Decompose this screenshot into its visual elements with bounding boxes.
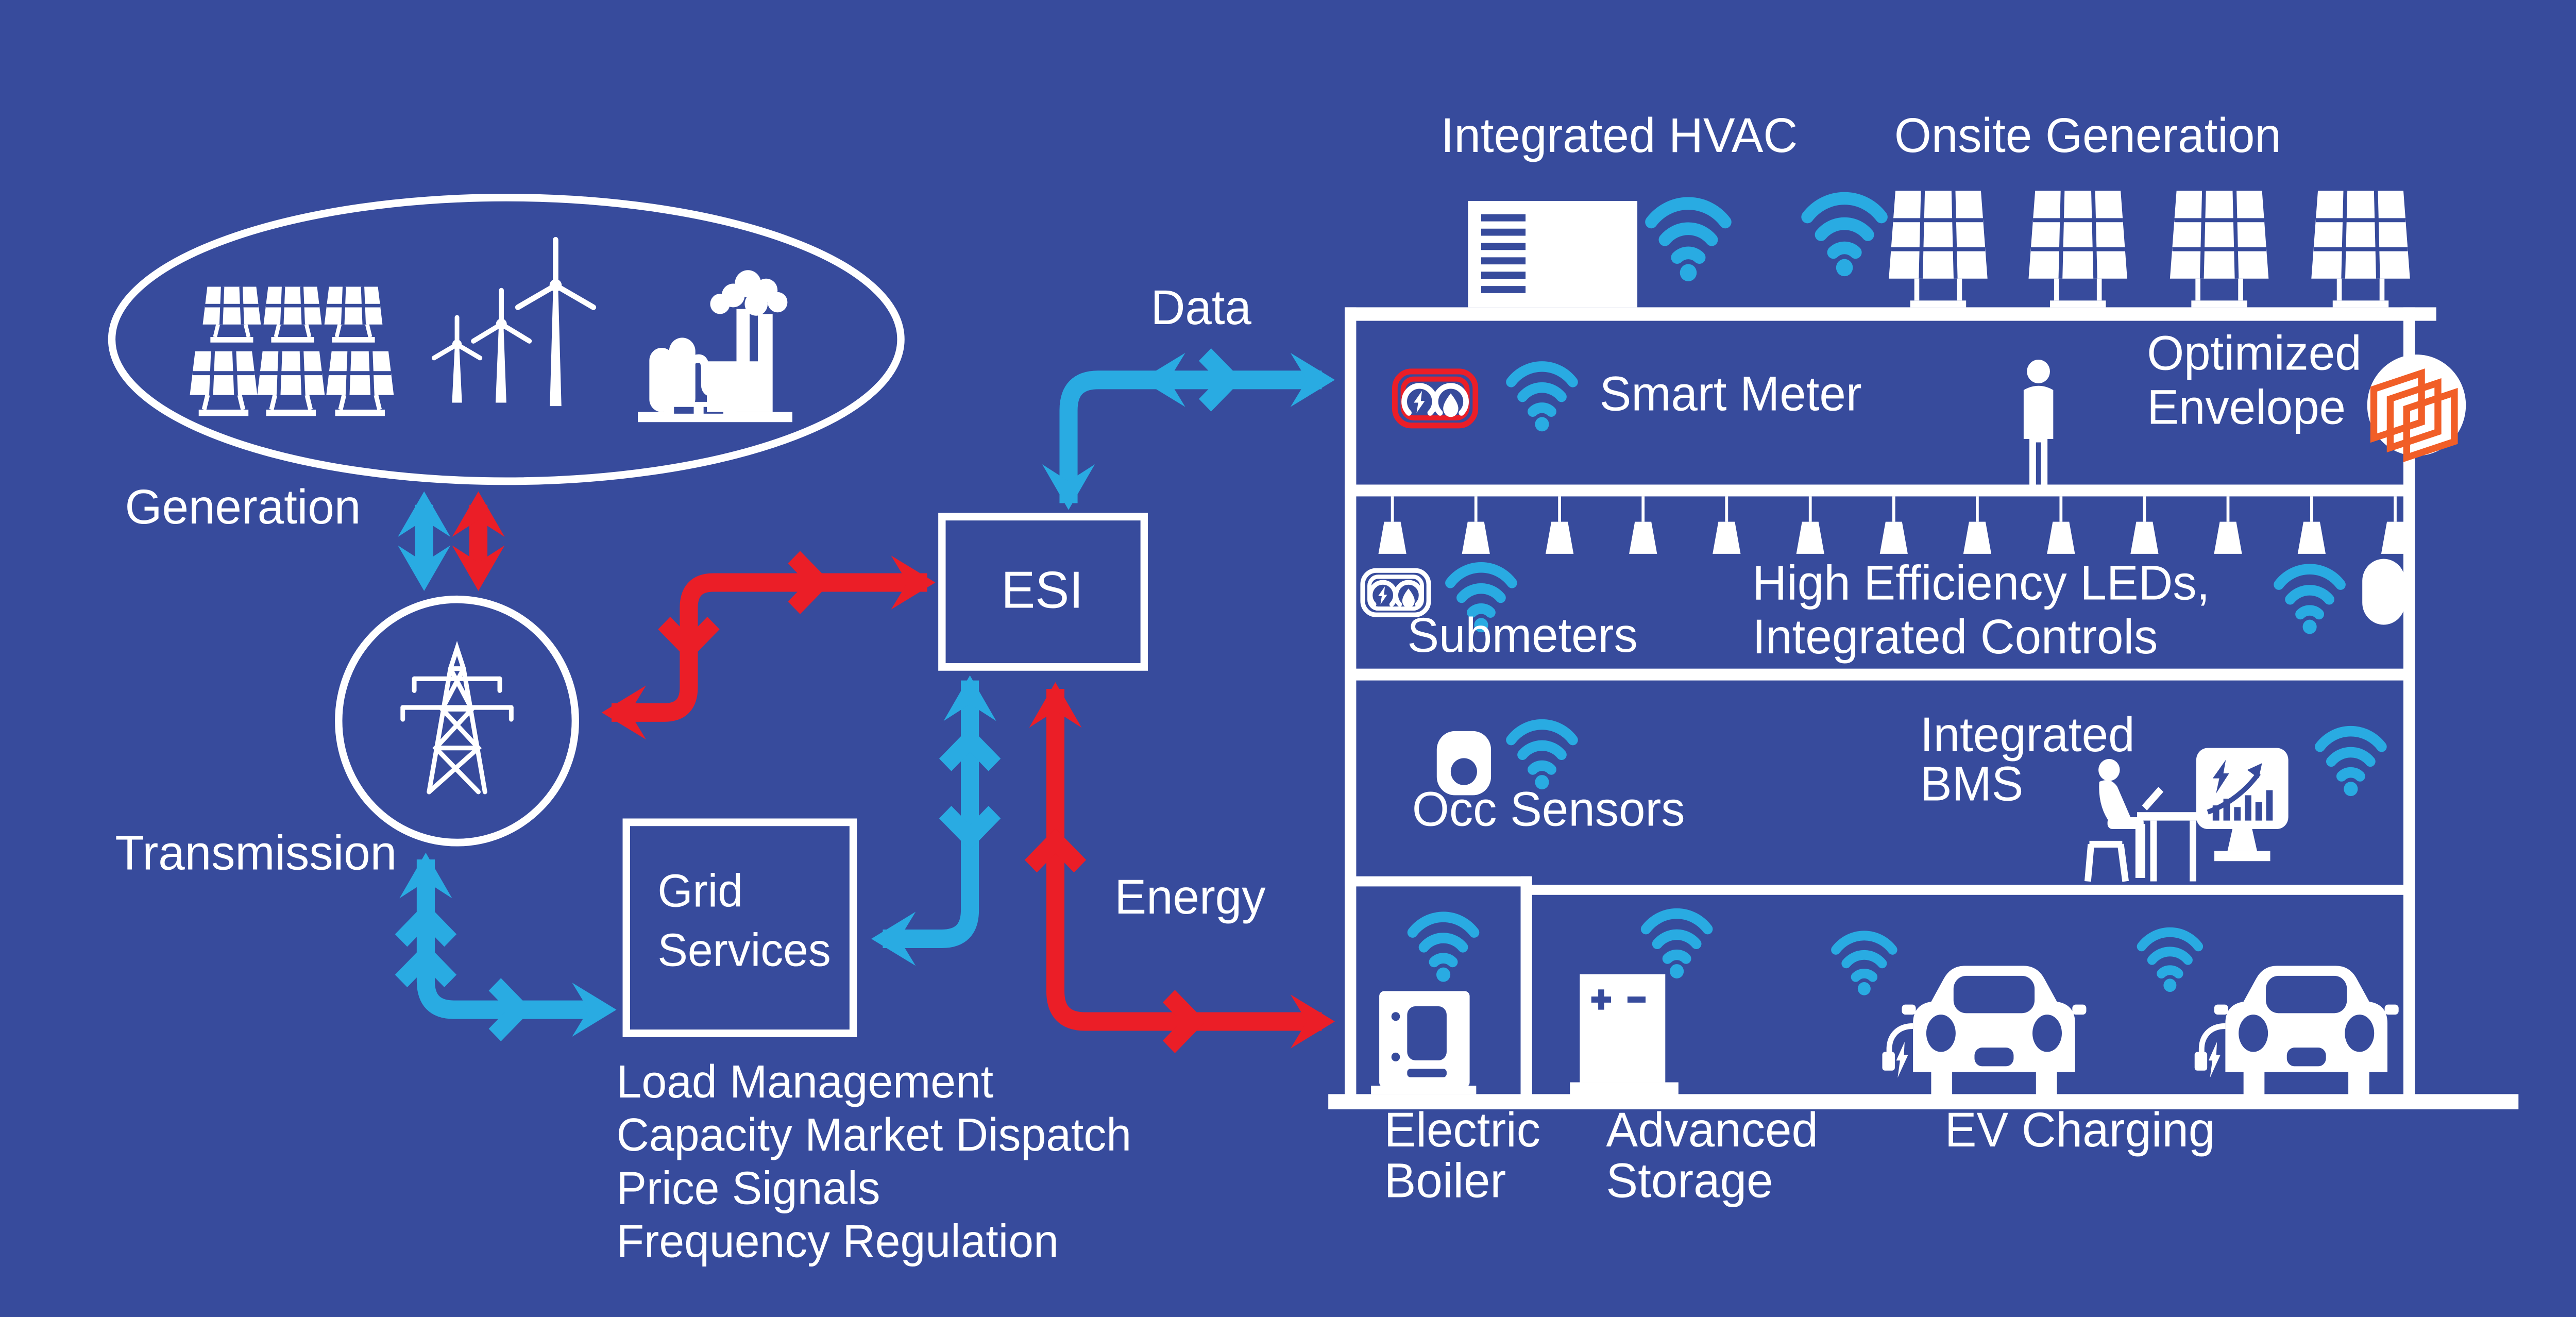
building-structure [1328, 307, 2519, 1109]
electric-boiler-icon [1371, 991, 1477, 1094]
esi-label: ESI [1001, 561, 1083, 619]
transmission-gridservices-arrow [399, 852, 617, 1037]
leds-label-line2: Integrated Controls [1752, 609, 2158, 664]
power-plant-icon [638, 270, 792, 423]
left-wall [1345, 307, 1357, 1101]
bms-operator-icon [2084, 758, 2200, 882]
submeters-label: Submeters [1407, 607, 1637, 662]
floor-divider-1 [1345, 484, 2415, 497]
occ-sensors-label: Occ Sensors [1412, 781, 1685, 836]
transmission-label: Transmission [115, 825, 397, 880]
leds-label-line1: High Efficiency LEDs, [1752, 555, 2210, 610]
advanced-storage-label-line2: Storage [1606, 1153, 1773, 1207]
optimized-envelope-label-line1: Optimized [2147, 326, 2361, 380]
integrated-hvac-label: Integrated HVAC [1441, 108, 1798, 162]
floor-divider-2 [1345, 668, 2415, 681]
bms-monitor-icon [2196, 748, 2289, 862]
integrated-bms-label-line2: BMS [1920, 756, 2024, 811]
grid-services-label-line2: Services [657, 923, 831, 975]
electric-boiler-label-line1: Electric [1384, 1102, 1540, 1157]
floor-divider-3 [1520, 885, 2415, 895]
interior-wall [1520, 876, 1532, 1101]
transmission-circle [335, 595, 579, 847]
esi-box [938, 513, 1148, 671]
ground-line [1328, 1094, 2519, 1109]
data-flow-arrow [1042, 353, 1335, 510]
onsite-generation-label: Onsite Generation [1894, 108, 2281, 162]
function-capacity-market: Capacity Market Dispatch [617, 1108, 1132, 1160]
optimized-envelope-label-line2: Envelope [2147, 379, 2346, 434]
generation-label: Generation [125, 479, 361, 534]
hvac-unit-icon [1468, 200, 1638, 308]
occupant-icon [2023, 359, 2054, 485]
advanced-storage-icon [1570, 974, 1679, 1096]
energy-label: Energy [1114, 869, 1265, 924]
ev-charging-label: EV Charging [1945, 1102, 2215, 1157]
transmission-esi-energy-arrow [601, 555, 936, 740]
grid-services-label-line1: Grid [657, 865, 743, 917]
grid-services-functions: Load Management Capacity Market Dispatch… [617, 1055, 1132, 1267]
function-price-signals: Price Signals [617, 1161, 880, 1213]
function-load-management: Load Management [617, 1055, 994, 1107]
occupancy-sensor-icon [1436, 731, 1492, 796]
energy-flow-arrow [1029, 682, 1335, 1049]
integrated-bms-label-line1: Integrated [1920, 707, 2135, 762]
grid-services-box [622, 818, 857, 1037]
optimized-envelope-icon [2367, 354, 2466, 462]
wind-turbine-icon [431, 237, 597, 407]
lighting-control-icon [2362, 559, 2405, 625]
function-frequency-regulation: Frequency Regulation [617, 1215, 1059, 1267]
generation-transmission-data-arrow [398, 491, 451, 591]
transmission-tower-icon [400, 640, 514, 795]
roof-line [1345, 307, 2436, 321]
smart-meter-icon [1395, 372, 1475, 426]
smart-meter-label: Smart Meter [1600, 366, 1862, 420]
advanced-storage-label-line1: Advanced [1606, 1102, 1818, 1157]
right-wall [2403, 307, 2415, 1101]
data-label: Data [1151, 280, 1252, 334]
generation-oval [108, 194, 905, 485]
esi-gridservices-arrow [871, 675, 996, 966]
generation-transmission-energy-arrow [452, 491, 505, 591]
electric-boiler-label-line2: Boiler [1384, 1153, 1506, 1207]
boiler-room-ceiling [1345, 876, 1531, 887]
